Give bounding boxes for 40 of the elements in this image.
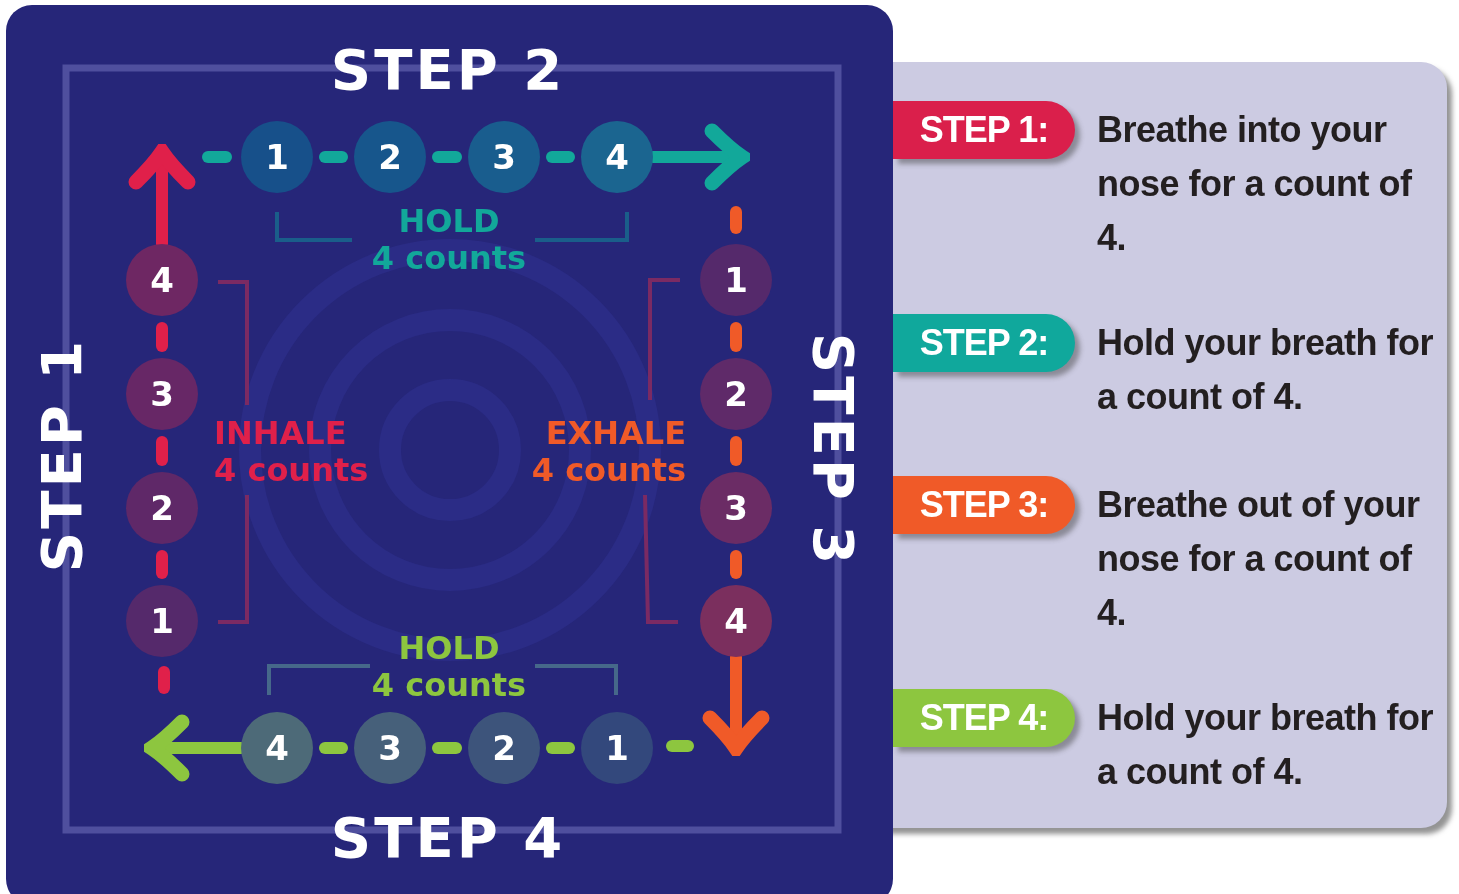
count-number: 3 bbox=[492, 140, 516, 174]
phase-label: INHALE bbox=[214, 417, 347, 449]
step-badge bbox=[893, 689, 1075, 747]
count-number: 2 bbox=[150, 491, 174, 525]
count-number: 2 bbox=[378, 140, 402, 174]
count-number: 1 bbox=[605, 731, 629, 765]
step-heading: STEP 3 bbox=[805, 332, 861, 568]
count-number: 1 bbox=[150, 604, 174, 638]
step-description: Hold your breath for a count of 4. bbox=[1097, 321, 1434, 419]
step-heading: STEP 1 bbox=[34, 337, 90, 573]
phase-label: 4 counts bbox=[371, 242, 527, 274]
step-description: Breathe out of your nose for a count of 4. bbox=[1097, 483, 1421, 635]
count-number: 4 bbox=[605, 140, 629, 174]
step-label: STEP 3: bbox=[919, 484, 1049, 526]
count-number: 4 bbox=[724, 604, 748, 638]
step-label: STEP 1: bbox=[919, 109, 1049, 151]
step-label: STEP 4: bbox=[919, 697, 1049, 739]
count-number: 4 bbox=[265, 731, 289, 765]
phase-label: 4 counts bbox=[371, 669, 527, 701]
step-heading: STEP 4 bbox=[330, 810, 566, 866]
phase-label: 4 counts bbox=[214, 454, 369, 486]
step-heading: STEP 2 bbox=[330, 42, 566, 98]
step-description: Hold your breath for a count of 4. bbox=[1097, 696, 1434, 794]
step-description: Breathe into your nose for a count of 4. bbox=[1097, 108, 1413, 260]
step-badge bbox=[893, 101, 1075, 159]
count-number: 3 bbox=[150, 377, 174, 411]
count-number: 1 bbox=[265, 140, 289, 174]
count-number: 4 bbox=[150, 263, 174, 297]
phase-label: EXHALE bbox=[545, 417, 686, 449]
phase-label: HOLD bbox=[398, 205, 500, 237]
count-number: 3 bbox=[724, 491, 748, 525]
phase-label: 4 counts bbox=[531, 454, 686, 486]
count-number: 2 bbox=[492, 731, 516, 765]
step-badge bbox=[893, 314, 1075, 372]
count-number: 3 bbox=[378, 731, 402, 765]
phase-label: HOLD bbox=[398, 632, 500, 664]
step-badge bbox=[893, 476, 1075, 534]
count-number: 2 bbox=[724, 377, 748, 411]
count-number: 1 bbox=[724, 263, 748, 297]
step-label: STEP 2: bbox=[919, 322, 1049, 364]
